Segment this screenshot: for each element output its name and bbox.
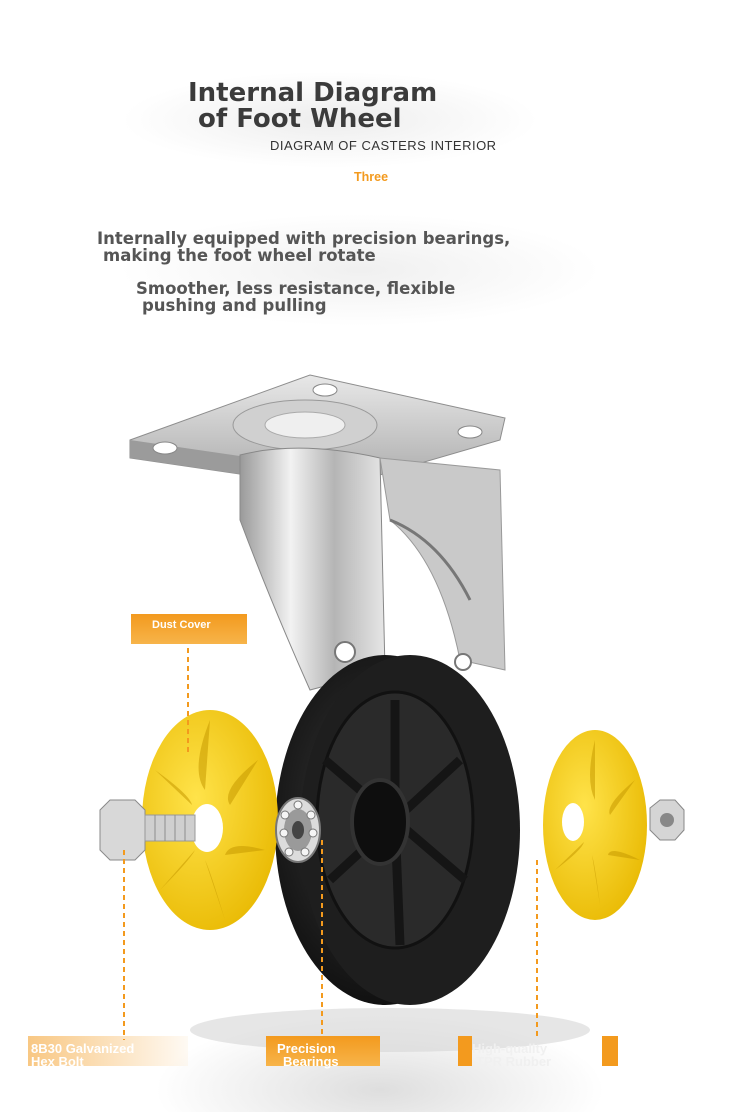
callout-bearings-label: Precision Bearings bbox=[277, 1042, 339, 1068]
title-line-2: of Foot Wheel bbox=[198, 104, 402, 134]
callout-rubber-line-2: TPR Rubber bbox=[476, 1054, 552, 1069]
feature-bearings-text: Internally equipped with precision beari… bbox=[97, 230, 510, 264]
hex-nut bbox=[649, 799, 685, 841]
hex-bolt bbox=[99, 799, 196, 861]
callout-tpr-rubber: High-quality TPR Rubber bbox=[458, 1036, 618, 1068]
subtitle: DIAGRAM OF CASTERS INTERIOR bbox=[270, 138, 497, 153]
leader-lines bbox=[123, 648, 538, 1040]
callout-bolt-line-1: 8B30 Galvanized bbox=[31, 1041, 135, 1056]
callout-hex-bolt: 8B30 Galvanized Hex Bolt bbox=[28, 1036, 188, 1068]
dust-cover-left bbox=[142, 710, 278, 930]
callout-precision-bearings: Precision Bearings bbox=[266, 1036, 380, 1068]
callout-bolt-label: 8B30 Galvanized Hex Bolt bbox=[31, 1042, 134, 1068]
callout-rubber-label: High-quality TPR Rubber bbox=[472, 1042, 551, 1068]
callout-bearings-line-1: Precision bbox=[277, 1041, 336, 1056]
callout-bolt-line-2: Hex Bolt bbox=[31, 1054, 84, 1069]
title-line-1: Internal Diagram bbox=[188, 78, 438, 108]
feature-2-line-2: pushing and pulling bbox=[142, 296, 327, 315]
page-title: Internal Diagram of Foot Wheel bbox=[188, 80, 437, 132]
callout-dust-cover-label: Dust Cover bbox=[152, 619, 211, 631]
precision-bearing bbox=[275, 797, 321, 863]
bracket bbox=[239, 447, 506, 691]
callout-dust-cover: Dust Cover bbox=[131, 614, 247, 644]
feature-2-line-1: Smoother, less resistance, flexible bbox=[136, 279, 456, 298]
wheel bbox=[275, 655, 520, 1005]
callout-rubber-block-left bbox=[458, 1036, 472, 1066]
feature-1-line-1: Internally equipped with precision beari… bbox=[97, 229, 511, 248]
dust-cover-right bbox=[543, 730, 647, 920]
callout-rubber-line-1: High-quality bbox=[472, 1041, 548, 1056]
callout-bearings-line-2: Bearings bbox=[283, 1054, 339, 1069]
feature-1-line-2: making the foot wheel rotate bbox=[103, 246, 376, 265]
section-number: Three bbox=[354, 170, 389, 184]
feature-smooth-text: Smoother, less resistance, flexible push… bbox=[136, 280, 455, 314]
callout-rubber-block-right bbox=[602, 1036, 618, 1066]
